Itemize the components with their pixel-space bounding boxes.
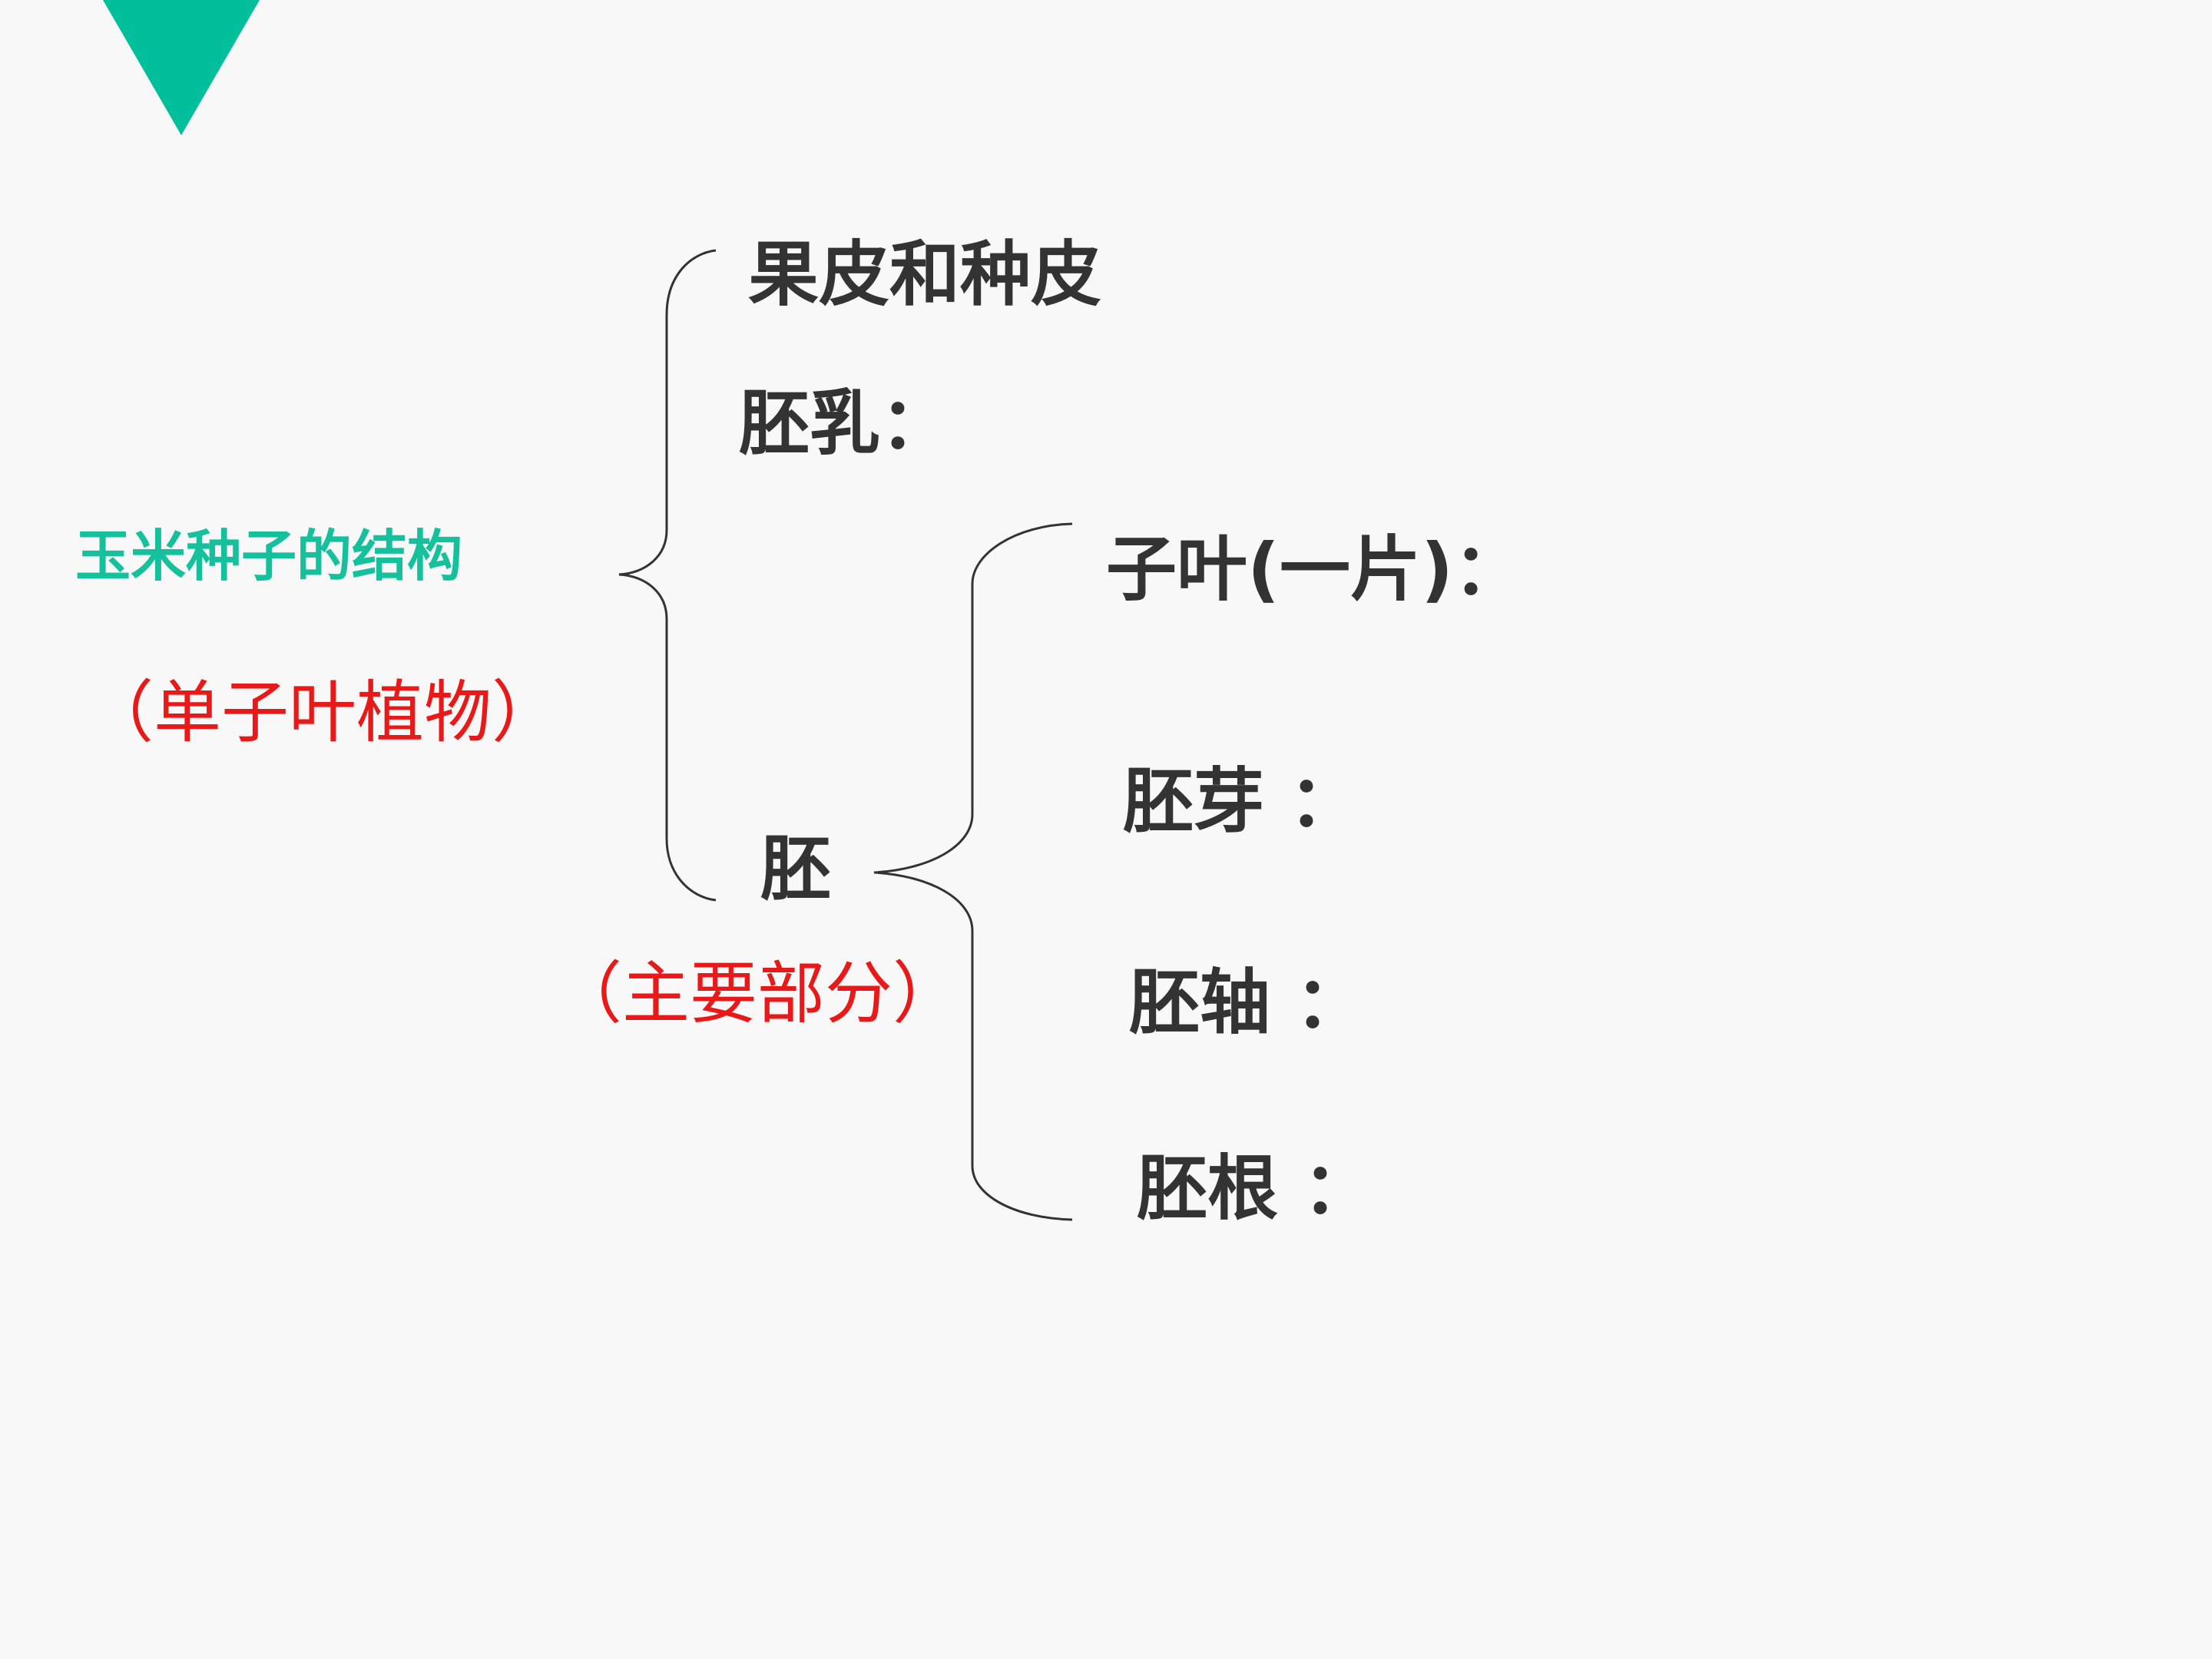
main-brace — [618, 249, 717, 902]
label-embryo: 胚 — [760, 828, 832, 910]
diagram-subtitle: （单子叶植物） — [86, 673, 560, 752]
label-endosperm: 胚乳： — [739, 382, 952, 465]
embryo-brace — [873, 522, 1073, 1221]
label-embryo-note: （主要部分） — [555, 954, 961, 1033]
label-plumule: 胚芽 ： — [1123, 760, 1360, 843]
label-cotyledon: 子叶(一片)： — [1106, 528, 1525, 611]
label-hypocotyl: 胚轴 ： — [1129, 962, 1366, 1044]
label-pericarp: 果皮和种皮 — [748, 233, 1102, 316]
label-radicle: 胚根 ： — [1137, 1147, 1374, 1230]
diagram-title: 玉米种子的结构 — [75, 524, 463, 588]
